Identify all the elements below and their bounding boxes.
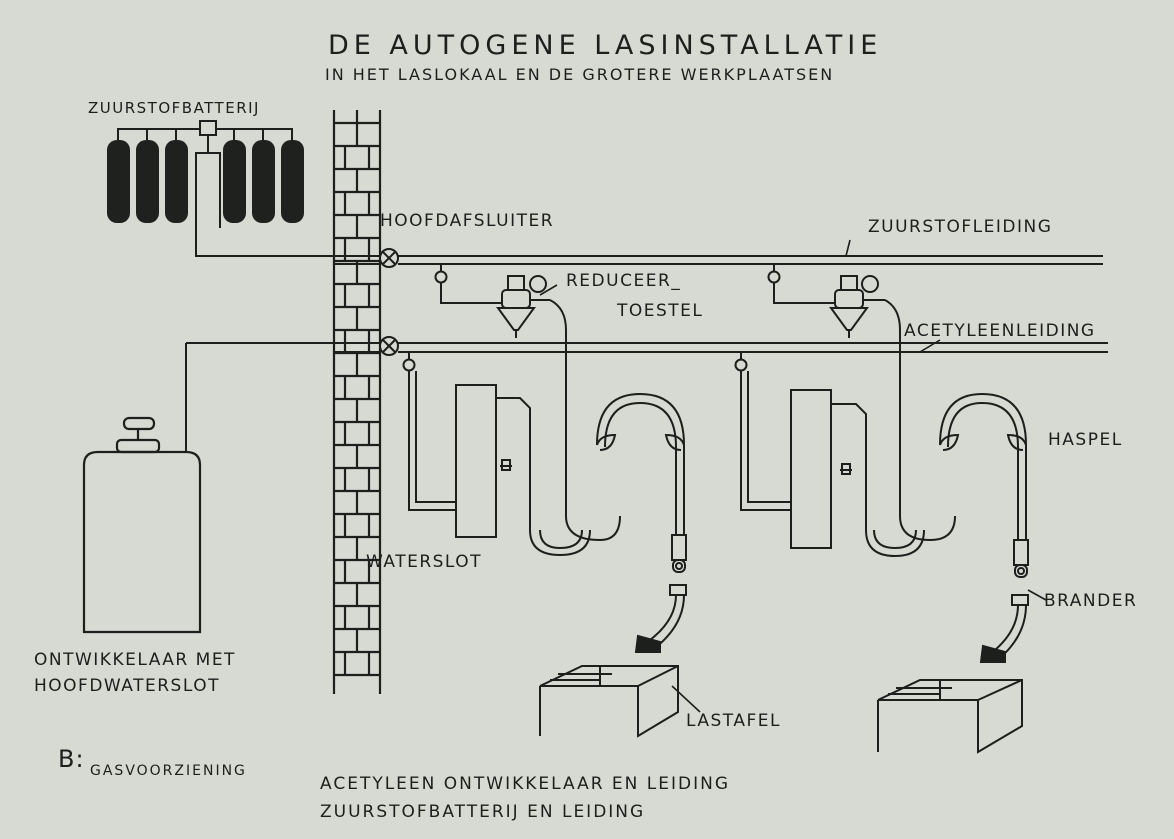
caption-letter: B:	[58, 745, 85, 773]
label-reel: HASPEL	[1048, 430, 1123, 450]
station-1	[402, 264, 687, 738]
label-welding-table: LASTAFEL	[686, 711, 781, 731]
label-burner: BRANDER	[1044, 591, 1138, 611]
label-reducer-line2: TOESTEL	[617, 301, 704, 321]
label-generator-line2: HOOFDWATERSLOT	[34, 676, 220, 696]
acetylene-generator	[82, 416, 202, 634]
page-title: DE AUTOGENE LASINSTALLATIE	[328, 30, 883, 61]
label-main-valve: HOOFDAFSLUITER	[380, 211, 555, 231]
caption-line1: ACETYLEEN ONTWIKKELAAR EN LEIDING	[320, 774, 731, 794]
page-subtitle: IN HET LASLOKAAL EN DE GROTERE WERKPLAAT…	[325, 65, 835, 84]
label-water-lock: WATERSLOT	[366, 552, 483, 572]
main-valves	[379, 248, 399, 356]
station-2	[734, 264, 1029, 754]
caption-gas-supply: GASVOORZIENING	[90, 763, 247, 779]
brick-wall	[332, 110, 382, 694]
caption-line2: ZUURSTOFBATTERIJ EN LEIDING	[320, 802, 646, 822]
supply-lines	[185, 255, 1108, 452]
label-oxygen-line: ZUURSTOFLEIDING	[868, 217, 1053, 237]
label-oxygen-battery: ZUURSTOFBATTERIJ	[88, 99, 260, 117]
label-acetylene-line: ACETYLEENLEIDING	[904, 321, 1096, 341]
label-generator-line1: ONTWIKKELAAR MET	[34, 650, 236, 670]
oxygen-cylinder-battery	[107, 120, 334, 257]
leader-lines	[539, 239, 1047, 713]
label-reducer-line1: REDUCEER_	[566, 271, 682, 291]
